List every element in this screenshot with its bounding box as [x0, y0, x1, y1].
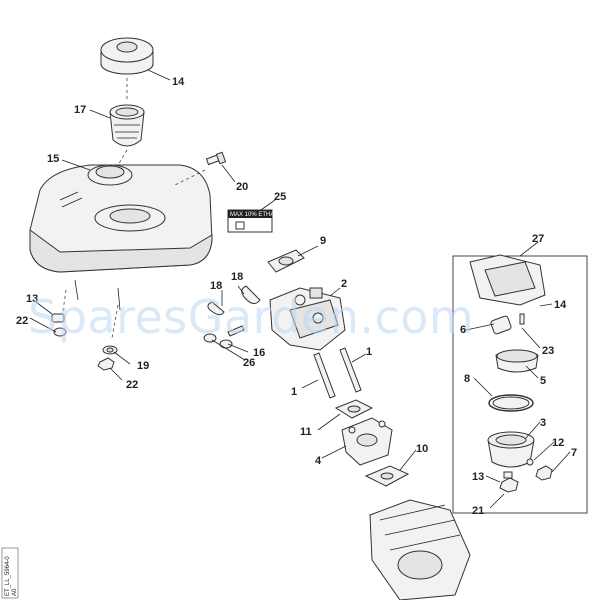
callout-18a: 18	[210, 280, 222, 292]
gasket-10[interactable]	[364, 465, 410, 487]
callout-23: 23	[542, 345, 554, 357]
screw-20[interactable]	[205, 151, 227, 166]
callout-27: 27	[532, 233, 544, 245]
callout-1b: 1	[291, 386, 297, 398]
callout-25: 25	[274, 191, 286, 203]
callout-9: 9	[320, 235, 326, 247]
fuel-cap[interactable]	[100, 37, 154, 75]
callout-14b: 14	[554, 299, 567, 311]
callout-12: 12	[552, 437, 564, 449]
callout-13b: 13	[472, 471, 484, 483]
callout-20: 20	[236, 181, 248, 193]
callout-6: 6	[460, 324, 466, 336]
fuel-tank[interactable]	[29, 164, 213, 311]
callout-14: 14	[172, 76, 185, 88]
carburetor-kit-box	[452, 254, 588, 514]
fuel-hose-18[interactable]	[207, 285, 261, 316]
callout-19: 19	[137, 360, 149, 372]
watermark: SparesGarden.com	[28, 290, 474, 344]
fuel-strainer[interactable]	[109, 104, 145, 147]
callout-2: 2	[341, 278, 347, 290]
callout-11: 11	[300, 426, 312, 438]
carburetor[interactable]	[269, 287, 346, 351]
callout-3: 3	[540, 417, 546, 429]
callout-10: 10	[416, 443, 428, 455]
washer-19[interactable]	[102, 345, 118, 355]
ethanol-label: MAX 10% ETHANOL	[227, 209, 287, 233]
callout-18b: 18	[231, 271, 243, 283]
washer-22a[interactable]	[53, 327, 67, 337]
clamp-16-26[interactable]	[203, 325, 245, 349]
stud-1a[interactable]	[313, 352, 336, 399]
svg-text:ET_LL_5964-0: ET_LL_5964-0	[5, 556, 11, 596]
callout-22b: 22	[126, 379, 138, 391]
gasket-11[interactable]	[334, 399, 374, 419]
nut-13[interactable]	[51, 313, 65, 323]
callout-21: 21	[472, 505, 484, 517]
nut-22b[interactable]	[97, 357, 115, 371]
callout-16: 16	[253, 347, 265, 359]
stud-1b[interactable]	[339, 347, 362, 393]
callout-13a: 13	[26, 293, 38, 305]
spacer-4[interactable]	[341, 417, 393, 466]
gasket-9[interactable]	[267, 249, 305, 273]
callout-7: 7	[571, 447, 577, 459]
callout-26: 26	[243, 357, 255, 369]
svg-text:MAX 10% ETHANOL: MAX 10% ETHANOL	[230, 212, 287, 218]
callout-22a: 22	[16, 315, 28, 327]
callout-1a: 1	[366, 346, 372, 358]
callout-5: 5	[540, 375, 546, 387]
callout-8: 8	[464, 373, 470, 385]
svg-text:A0: A0	[12, 588, 18, 596]
cylinder-head	[369, 499, 471, 600]
callout-4: 4	[315, 455, 322, 467]
callout-17: 17	[74, 104, 86, 116]
callout-15: 15	[47, 153, 59, 165]
drawing-reference: ET_LL_5964-0 A0	[1, 547, 19, 599]
